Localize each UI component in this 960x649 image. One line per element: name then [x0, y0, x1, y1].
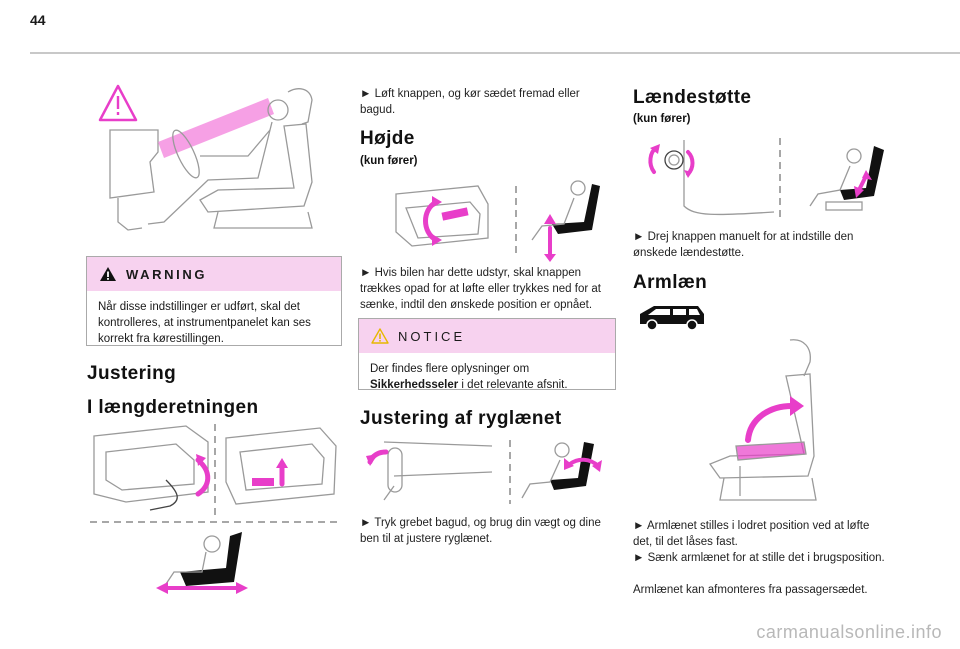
lumbar-subtitle: (kun fører): [633, 113, 691, 125]
justering-heading: Justering: [87, 363, 177, 384]
longitudinal-instruction: ► Løft knappen, og kør sædet fremad elle…: [360, 88, 580, 116]
hojde-instruction: ► Hvis bilen har dette udstyr, skal knap…: [360, 267, 601, 311]
page-number: 44: [30, 12, 46, 28]
warning-label: WARNING: [126, 266, 208, 282]
notice-text-before: Der findes flere oplysninger om: [370, 363, 530, 375]
hojde-heading: Højde: [360, 128, 415, 149]
warning-triangle-icon: [98, 84, 138, 122]
lumbar-adjustment-illustration: [644, 136, 888, 220]
backrest-heading: Justering af ryglænet: [360, 408, 562, 429]
notice-label: NOTICE: [398, 328, 466, 344]
notice-text-after: i det relevante afsnit.: [458, 379, 568, 391]
warning-callout: WARNING Når disse indstillinger er udfør…: [86, 256, 342, 346]
warning-icon: [100, 267, 116, 281]
armrest-illustration: [700, 336, 850, 506]
backrest-adjustment-illustration: [364, 436, 608, 508]
lumbar-heading: Lændestøtte: [633, 87, 752, 108]
notice-text: Der findes flere oplysninger om Sikkerhe…: [359, 353, 615, 401]
notice-icon: [371, 328, 389, 344]
hojde-subtitle: (kun fører): [360, 155, 418, 167]
notice-link-seatbelts: Sikkerhedsseler: [370, 379, 459, 391]
longitudinal-adjustment-illustration: [86, 422, 342, 602]
notice-header: NOTICE: [359, 319, 615, 353]
driver-position-illustration: [98, 82, 338, 242]
longitudinal-heading: I længderetningen: [87, 397, 259, 418]
vehicle-icon: [636, 302, 708, 332]
warning-text: Når disse indstillinger er udført, skal …: [98, 301, 311, 345]
armrest-instruction-1: ► Armlænet stilles i lodret position ved…: [633, 520, 870, 548]
armrest-note: Armlænet kan afmonteres fra passagersæde…: [633, 584, 868, 596]
height-adjustment-illustration: [392, 180, 612, 262]
backrest-instruction: ► Tryk grebet bagud, og brug din vægt og…: [360, 517, 601, 545]
notice-callout: NOTICE Der findes flere oplysninger om S…: [358, 318, 616, 391]
watermark: carmanualsonline.info: [756, 622, 942, 642]
header-rule: [30, 52, 960, 54]
armrest-instruction-2: ► Sænk armlænet for at stille det i brug…: [633, 552, 885, 564]
lumbar-instruction: ► Drej knappen manuelt for at indstille …: [633, 231, 854, 259]
armrest-heading: Armlæn: [633, 272, 708, 293]
warning-header: WARNING: [87, 257, 341, 291]
